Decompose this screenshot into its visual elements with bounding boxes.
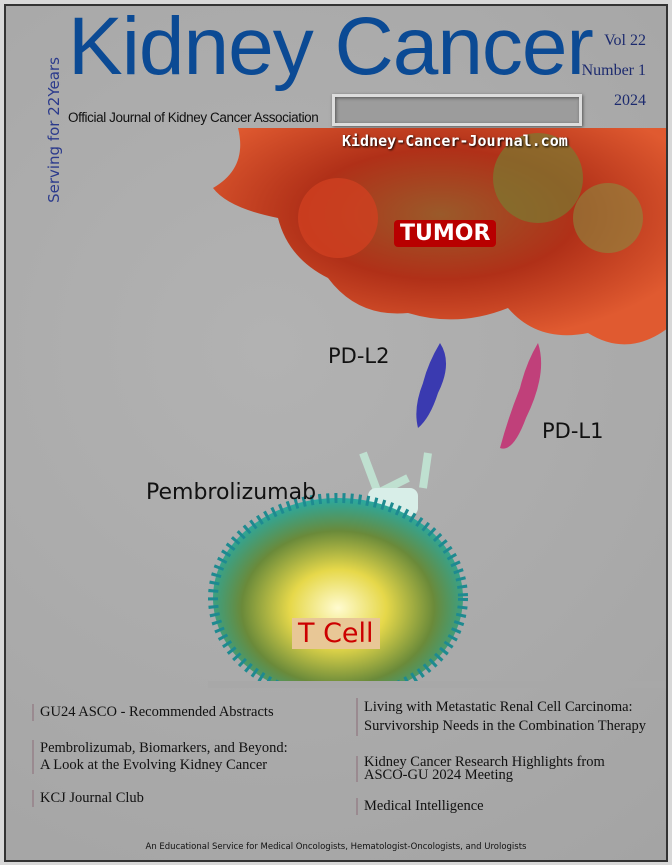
cover-illustration [208, 128, 666, 688]
toc-item[interactable]: Medical Intelligence [356, 798, 484, 815]
volume: Vol 22 [604, 32, 646, 49]
footer-text: An Educational Service for Medical Oncol… [145, 842, 527, 852]
subtitle: Official Journal of Kidney Cancer Associ… [68, 110, 319, 125]
issue-year: 2024 [614, 92, 646, 109]
toc-item[interactable]: GU24 ASCO - Recommended Abstracts [32, 704, 274, 721]
t-cell-label: T Cell [292, 618, 380, 649]
toc-item[interactable]: KCJ Journal Club [32, 790, 144, 807]
toc-item[interactable]: Pembrolizumab, Biomarkers, and Beyond: A… [32, 740, 288, 774]
tagline: Serving for 22Years [45, 57, 63, 203]
pd-l2-receptor [416, 343, 447, 428]
t-cell [208, 493, 666, 688]
journal-title: Kidney Cancer [68, 4, 594, 92]
empty-frame-box [332, 94, 582, 126]
pembrolizumab-label: Pembrolizumab [146, 480, 317, 505]
pd-l1-label: PD-L1 [542, 419, 604, 443]
toc-item[interactable]: Living with Metastatic Renal Cell Carcin… [356, 698, 646, 736]
pd-l1-receptor [500, 343, 542, 449]
issue-number: Number 1 [581, 62, 646, 79]
toc-item[interactable]: Kidney Cancer Research Highlights from A… [356, 755, 605, 782]
website-url: Kidney-Cancer-Journal.com [342, 132, 568, 150]
tumor-label: TUMOR [394, 220, 497, 247]
journal-cover: Serving for 22Years Kidney Cancer Offici… [4, 4, 668, 862]
pd-l2-label: PD-L2 [328, 344, 390, 368]
